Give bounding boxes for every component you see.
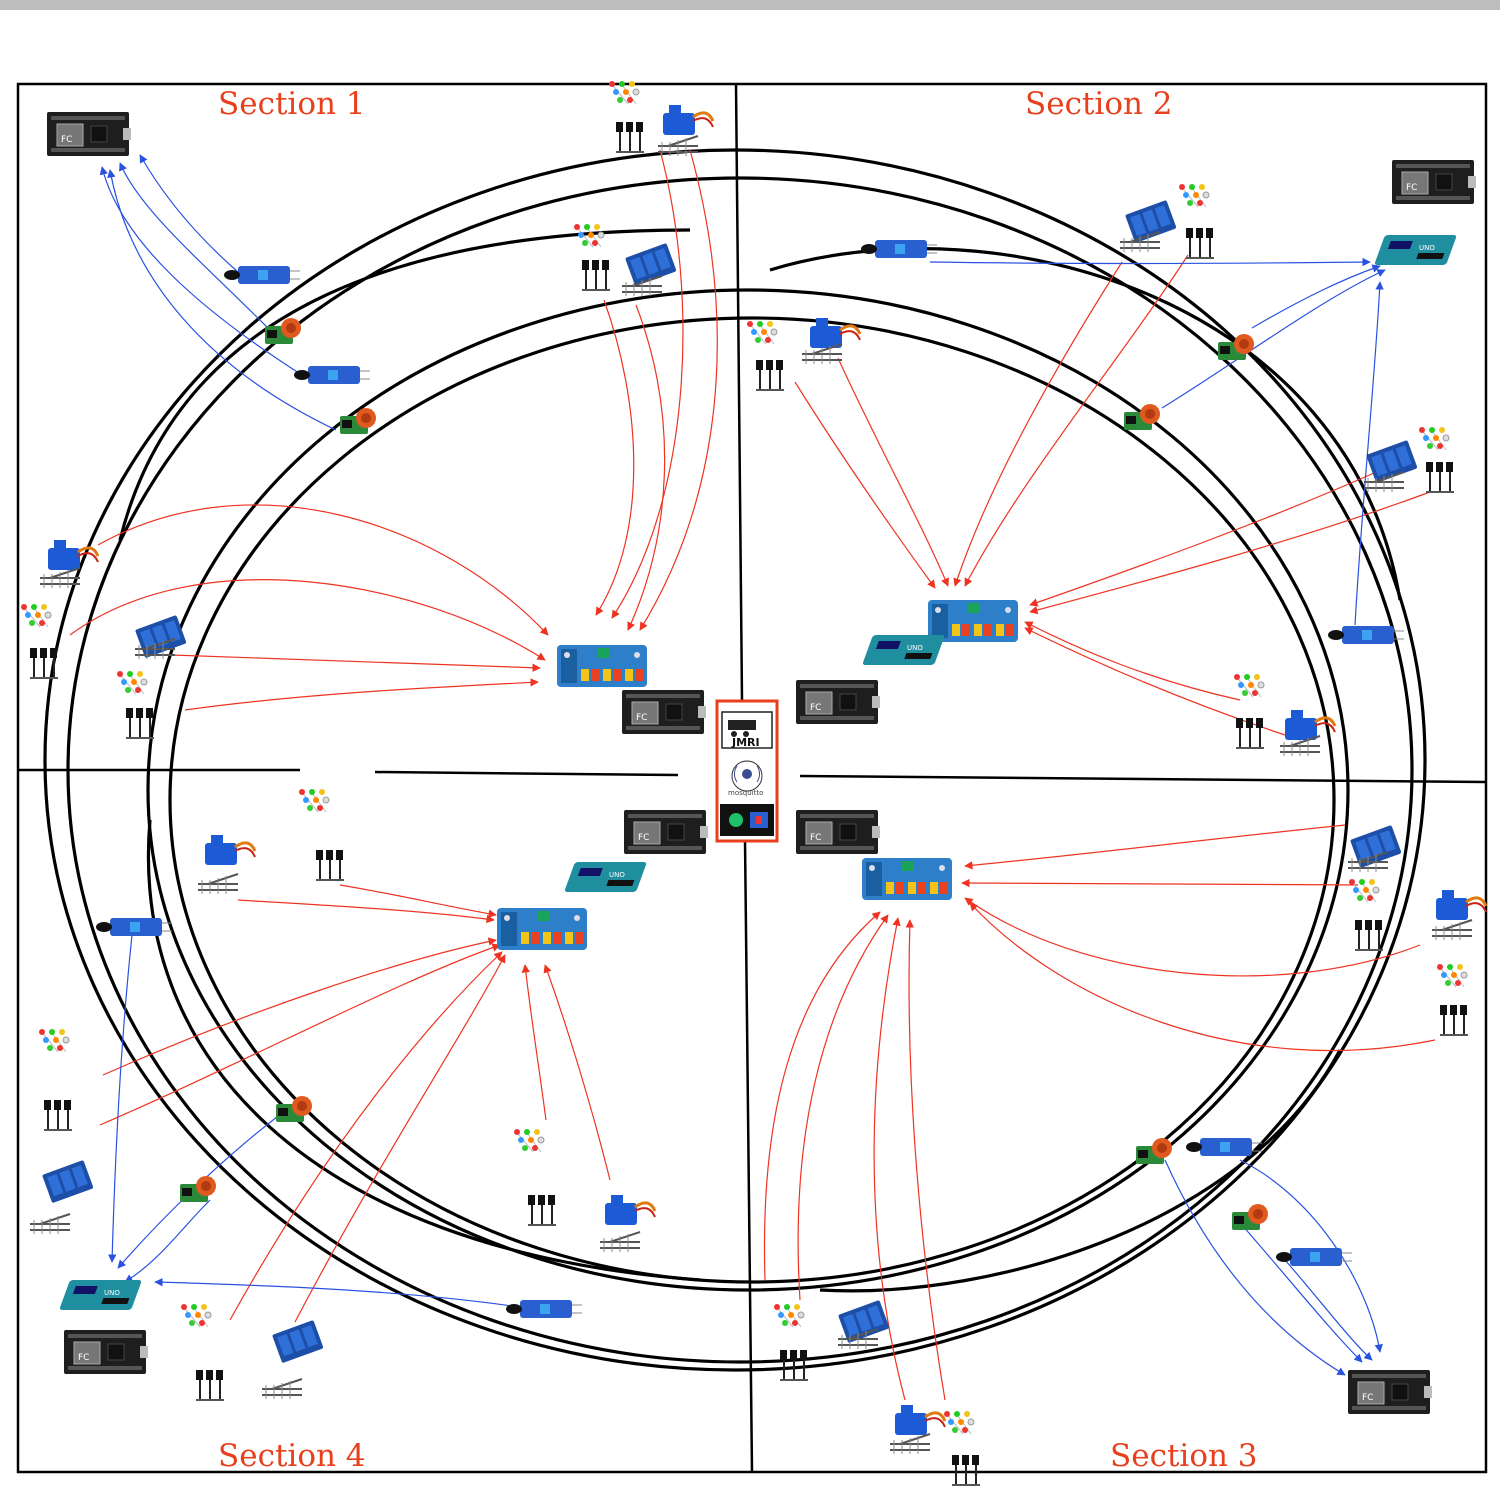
track-siding-ne bbox=[769, 247, 1402, 601]
section-4-label: Section 4 bbox=[218, 1438, 366, 1474]
jmri-logo: JMRI bbox=[721, 711, 773, 749]
track-inner-b bbox=[168, 316, 1336, 1284]
mosquitto-logo-text: mosquitto bbox=[728, 789, 763, 797]
track-siding-nw bbox=[118, 228, 691, 541]
track-inner-a bbox=[146, 288, 1350, 1292]
track-loops bbox=[43, 148, 1427, 1372]
jmri-logo-text: JMRI bbox=[731, 736, 760, 749]
signal-wires bbox=[69, 149, 1436, 1401]
mosquitto-logo: mosquitto bbox=[728, 760, 763, 797]
track-outer-a bbox=[43, 148, 1427, 1372]
server-icon bbox=[720, 804, 774, 836]
section-1-label: Section 1 bbox=[218, 86, 366, 122]
section-2-label: Section 2 bbox=[1025, 86, 1173, 122]
central-server-panel: JMRI mosquitto bbox=[715, 699, 779, 843]
top-bar bbox=[0, 0, 1500, 10]
sensor-wires bbox=[99, 154, 1386, 1376]
section-3-label: Section 3 bbox=[1110, 1438, 1258, 1474]
track-outer-b bbox=[66, 176, 1414, 1364]
track-siding-se bbox=[819, 1049, 1342, 1293]
section-dividers bbox=[18, 83, 1487, 1473]
